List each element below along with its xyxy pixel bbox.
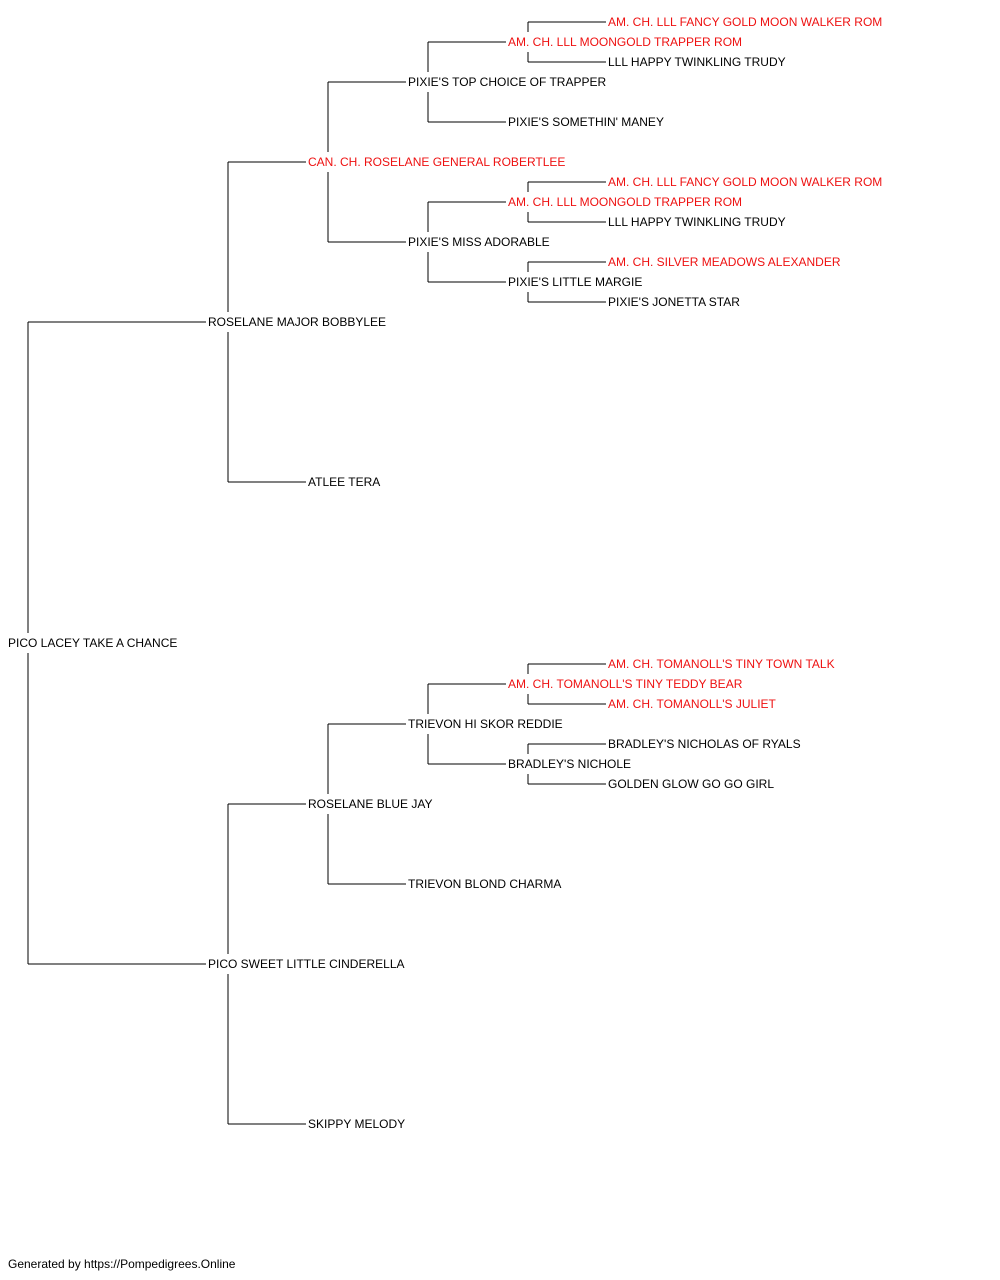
dog-name: GOLDEN GLOW GO GO GIRL	[608, 777, 774, 791]
dog-name: ATLEE TERA	[308, 475, 380, 489]
dog-name: PIXIE'S JONETTA STAR	[608, 295, 740, 309]
dog-name-champion: AM. CH. LLL MOONGOLD TRAPPER ROM	[508, 195, 742, 209]
dog-name: PIXIE'S SOMETHIN' MANEY	[508, 115, 664, 129]
dog-name: PIXIE'S LITTLE MARGIE	[508, 275, 642, 289]
footer-credit: Generated by https://Pompedigrees.Online	[8, 1257, 236, 1271]
dog-name: SKIPPY MELODY	[308, 1117, 405, 1131]
dog-name: PIXIE'S TOP CHOICE OF TRAPPER	[408, 75, 606, 89]
dog-name-champion: AM. CH. LLL FANCY GOLD MOON WALKER ROM	[608, 15, 882, 29]
dog-name: ROSELANE MAJOR BOBBYLEE	[208, 315, 386, 329]
dog-name: PICO LACEY TAKE A CHANCE	[8, 636, 177, 650]
dog-name-champion: AM. CH. TOMANOLL'S TINY TEDDY BEAR	[508, 677, 743, 691]
dog-name: LLL HAPPY TWINKLING TRUDY	[608, 55, 786, 69]
dog-name: TRIEVON BLOND CHARMA	[408, 877, 561, 891]
dog-name: PICO SWEET LITTLE CINDERELLA	[208, 957, 405, 971]
dog-name: LLL HAPPY TWINKLING TRUDY	[608, 215, 786, 229]
dog-name: TRIEVON HI SKOR REDDIE	[408, 717, 563, 731]
dog-name-champion: CAN. CH. ROSELANE GENERAL ROBERTLEE	[308, 155, 565, 169]
dog-name-champion: AM. CH. SILVER MEADOWS ALEXANDER	[608, 255, 841, 269]
dog-name-champion: AM. CH. TOMANOLL'S JULIET	[608, 697, 777, 711]
dog-name-champion: AM. CH. LLL MOONGOLD TRAPPER ROM	[508, 35, 742, 49]
dog-name-champion: AM. CH. LLL FANCY GOLD MOON WALKER ROM	[608, 175, 882, 189]
dog-name: BRADLEY'S NICHOLE	[508, 757, 631, 771]
dog-name: BRADLEY'S NICHOLAS OF RYALS	[608, 737, 801, 751]
dog-name-champion: AM. CH. TOMANOLL'S TINY TOWN TALK	[608, 657, 835, 671]
dog-name: ROSELANE BLUE JAY	[308, 797, 433, 811]
dog-name: PIXIE'S MISS ADORABLE	[408, 235, 550, 249]
